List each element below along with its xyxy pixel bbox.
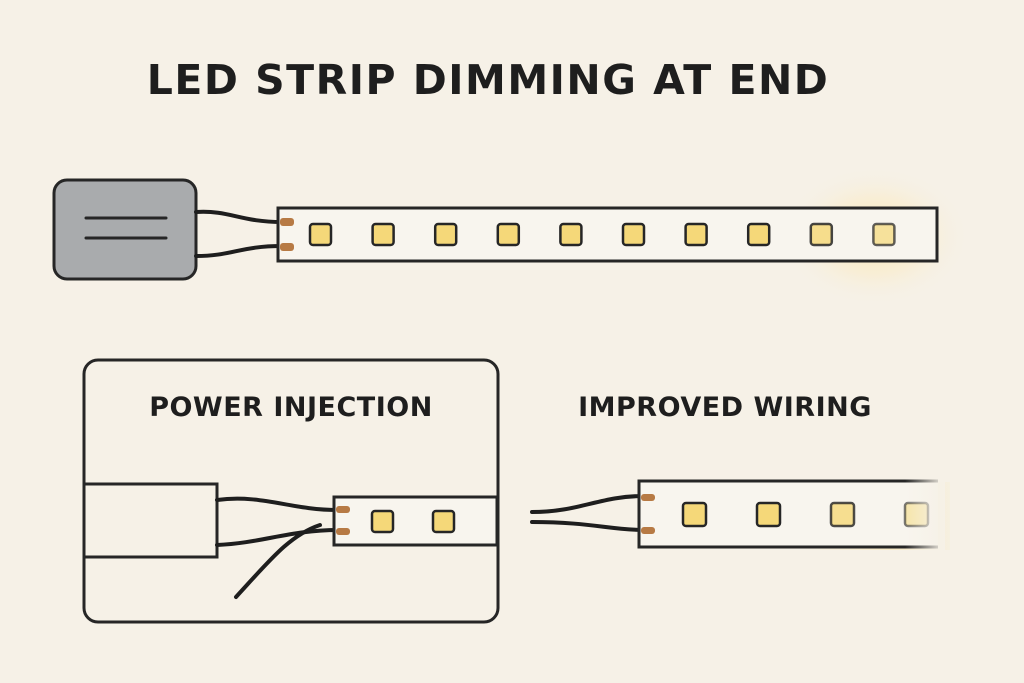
injection-cables <box>215 496 340 599</box>
strip-fade <box>905 476 945 554</box>
power-injection-panel <box>82 358 500 624</box>
injection-power-box <box>84 482 219 559</box>
led-strip-injection <box>332 495 499 547</box>
power-injection-label: POWER INJECTION <box>149 392 433 423</box>
solder-pad <box>641 527 655 534</box>
led-chip <box>755 501 782 528</box>
led-chip <box>433 222 458 247</box>
led-chip <box>809 222 834 247</box>
solder-pad <box>336 506 350 513</box>
solder-pad <box>336 528 350 535</box>
led-strip-improved <box>637 476 945 554</box>
led-chip <box>496 222 521 247</box>
improved-cables <box>530 494 646 532</box>
improved-wiring-label: IMPROVED WIRING <box>578 392 872 423</box>
led-chip <box>559 222 583 247</box>
led-chip <box>431 509 456 534</box>
led-chip <box>308 222 333 247</box>
solder-pad <box>280 243 294 251</box>
solder-pad <box>280 218 294 226</box>
led-chip <box>681 501 708 528</box>
led-chip <box>829 501 856 528</box>
power-cable-top <box>194 209 284 258</box>
led-chip <box>371 222 395 247</box>
led-strip-main <box>276 206 939 263</box>
power-supply <box>52 178 198 281</box>
solder-pad <box>641 494 655 501</box>
led-chip <box>872 222 896 247</box>
led-chip <box>370 509 395 534</box>
diagram-title: LED STRIP DIMMING AT END <box>146 56 830 104</box>
led-chip <box>621 222 646 247</box>
led-chip <box>746 222 771 247</box>
led-chip <box>684 222 708 247</box>
